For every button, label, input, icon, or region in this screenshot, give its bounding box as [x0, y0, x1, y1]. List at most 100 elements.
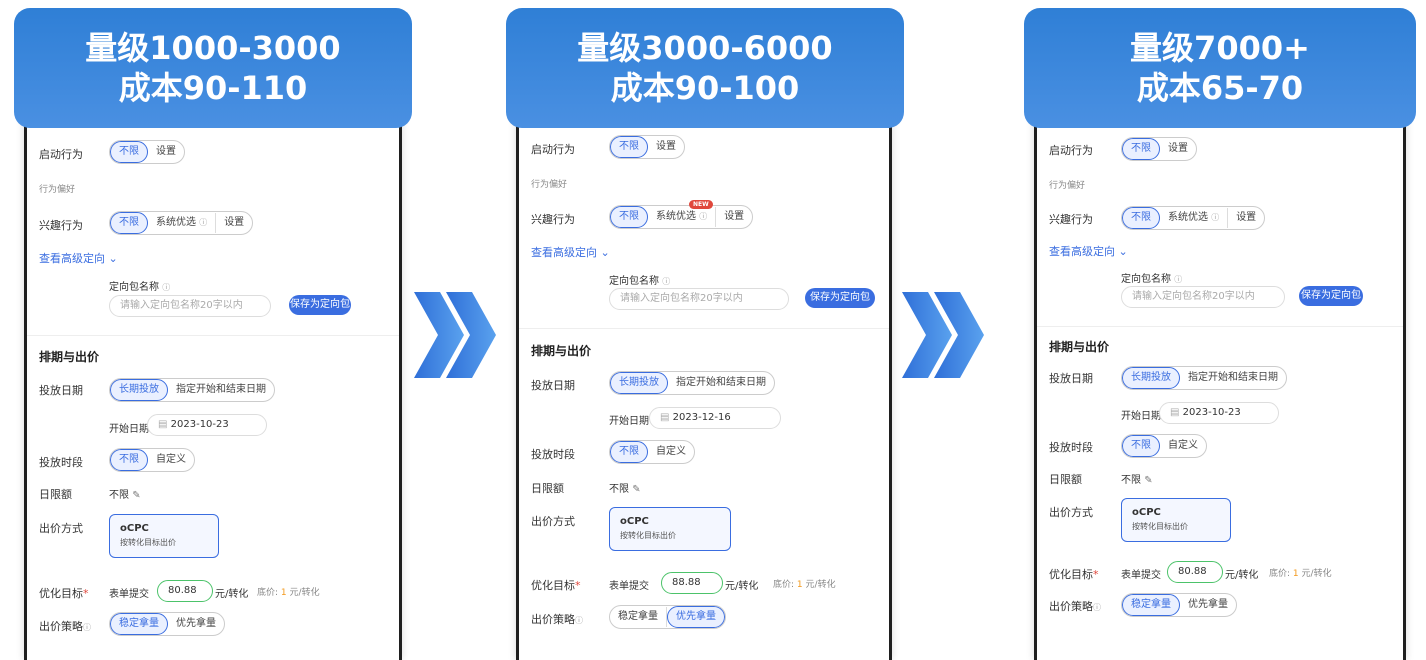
- option-specify-dates[interactable]: 指定开始和结束日期: [676, 377, 766, 388]
- edit-pencil-icon[interactable]: ✎: [1144, 475, 1153, 486]
- option-setting[interactable]: 设置: [656, 141, 676, 152]
- daily-budget-value[interactable]: 不限 ✎: [109, 486, 141, 501]
- option-unlimited[interactable]: 不限: [610, 441, 648, 463]
- option-unlimited[interactable]: 不限: [110, 449, 148, 471]
- start-date-value: 2023-12-16: [672, 412, 731, 423]
- new-badge: NEW: [689, 200, 713, 209]
- daily-budget-value[interactable]: 不限 ✎: [609, 480, 641, 495]
- option-setting[interactable]: 设置: [724, 211, 745, 222]
- start-date-input[interactable]: ▤ 2023-10-23: [147, 414, 267, 436]
- delivery-date-toggle[interactable]: 长期投放 指定开始和结束日期: [109, 378, 275, 402]
- option-specify-dates[interactable]: 指定开始和结束日期: [176, 384, 266, 395]
- package-name-input[interactable]: 请输入定向包名称20字以内: [109, 295, 271, 317]
- start-date-label: 开始日期: [1121, 411, 1161, 422]
- option-priority-volume[interactable]: 优先拿量: [667, 606, 725, 628]
- option-long-term[interactable]: 长期投放: [610, 372, 668, 394]
- bid-strategy-label: 出价策略ⓘ: [1049, 598, 1101, 614]
- option-stable-volume[interactable]: 稳定拿量: [610, 607, 667, 627]
- delivery-period-toggle[interactable]: 不限 自定义: [109, 448, 195, 472]
- option-system-optimal[interactable]: 系统优选 ⓘ: [1160, 208, 1229, 228]
- option-unlimited[interactable]: 不限: [1122, 138, 1160, 160]
- advanced-targeting-text: 查看高级定向: [1049, 245, 1115, 258]
- delivery-date-toggle[interactable]: 长期投放 指定开始和结束日期: [609, 371, 775, 395]
- target-cost-input[interactable]: 80.88: [1167, 561, 1223, 583]
- save-package-button[interactable]: 保存为定向包: [1299, 286, 1363, 306]
- startup-behavior-toggle[interactable]: 不限 设置: [109, 140, 185, 164]
- option-specify-dates[interactable]: 指定开始和结束日期: [1188, 372, 1278, 383]
- advanced-targeting-link[interactable]: 查看高级定向 ⌄: [531, 244, 610, 260]
- bid-strategy-toggle[interactable]: 稳定拿量 优先拿量: [609, 605, 726, 629]
- start-date-value: 2023-10-23: [1182, 407, 1241, 418]
- daily-budget-value[interactable]: 不限 ✎: [1121, 471, 1153, 486]
- ocpc-card[interactable]: oCPC 按转化目标出价: [109, 514, 219, 558]
- option-long-term[interactable]: 长期投放: [1122, 367, 1180, 389]
- option-long-term[interactable]: 长期投放: [110, 379, 168, 401]
- startup-behavior-toggle[interactable]: 不限 设置: [1121, 137, 1197, 161]
- system-optimal-label: 系统优选: [656, 211, 696, 222]
- bid-strategy-label: 出价策略ⓘ: [39, 618, 91, 634]
- edit-pencil-icon[interactable]: ✎: [132, 490, 141, 501]
- header-cost: 成本65-70: [1136, 69, 1304, 107]
- interest-behavior-toggle[interactable]: 不限 系统优选 ⓘ 设置: [1121, 206, 1266, 230]
- option-priority-volume[interactable]: 优先拿量: [176, 618, 216, 629]
- option-system-optimal[interactable]: 系统优选 ⓘ: [648, 207, 717, 227]
- option-system-optimal[interactable]: 系统优选 ⓘ: [148, 213, 217, 233]
- info-icon: ⓘ: [1093, 603, 1101, 612]
- startup-behavior-label: 启动行为: [39, 148, 83, 161]
- option-stable-volume[interactable]: 稳定拿量: [110, 613, 168, 635]
- interest-behavior-toggle[interactable]: 不限 系统优选 ⓘ 设置: [109, 211, 254, 235]
- option-unlimited[interactable]: 不限: [110, 212, 148, 234]
- bid-strategy-toggle[interactable]: 稳定拿量 优先拿量: [1121, 593, 1237, 617]
- chevron-down-icon: ⌄: [1118, 245, 1128, 258]
- package-name-input[interactable]: 请输入定向包名称20字以内: [609, 288, 789, 310]
- option-unlimited[interactable]: 不限: [1122, 435, 1160, 457]
- edit-pencil-icon[interactable]: ✎: [632, 484, 641, 495]
- option-setting[interactable]: 设置: [224, 217, 245, 228]
- panel-header: 量级7000+ 成本65-70: [1024, 8, 1416, 128]
- ocpc-subtitle: 按转化目标出价: [1132, 522, 1188, 531]
- delivery-date-toggle[interactable]: 长期投放 指定开始和结束日期: [1121, 366, 1287, 390]
- save-package-button[interactable]: 保存为定向包: [289, 295, 351, 315]
- package-name-input[interactable]: 请输入定向包名称20字以内: [1121, 286, 1285, 308]
- optimize-target-text: 优化目标: [531, 579, 575, 592]
- option-setting[interactable]: 设置: [1168, 143, 1188, 154]
- floor-price-label: 底价:: [257, 588, 279, 598]
- header-volume: 量级3000-6000: [577, 29, 833, 67]
- delivery-period-toggle[interactable]: 不限 自定义: [609, 440, 695, 464]
- option-stable-volume[interactable]: 稳定拿量: [1122, 594, 1180, 616]
- option-setting[interactable]: 设置: [156, 146, 176, 157]
- option-custom[interactable]: 自定义: [656, 446, 686, 457]
- option-unlimited[interactable]: 不限: [110, 141, 148, 163]
- header-cost: 成本90-110: [118, 69, 308, 107]
- option-custom[interactable]: 自定义: [1168, 440, 1198, 451]
- interest-behavior-label: 兴趣行为: [1049, 213, 1093, 226]
- delivery-period-toggle[interactable]: 不限 自定义: [1121, 434, 1207, 458]
- interest-behavior-toggle[interactable]: 不限 系统优选 ⓘ 设置: [609, 205, 754, 229]
- advanced-targeting-link[interactable]: 查看高级定向 ⌄: [1049, 243, 1128, 259]
- bid-strategy-toggle[interactable]: 稳定拿量 优先拿量: [109, 612, 225, 636]
- package-name-label: 定向包名称 ⓘ: [1121, 270, 1182, 285]
- target-cost-input[interactable]: 80.88: [157, 580, 213, 602]
- option-unlimited[interactable]: 不限: [610, 136, 648, 158]
- floor-price-unit: 元/转化: [289, 588, 320, 598]
- save-package-button[interactable]: 保存为定向包: [805, 288, 875, 308]
- option-setting[interactable]: 设置: [1236, 212, 1257, 223]
- chevron-down-icon: ⌄: [108, 252, 118, 265]
- start-date-input[interactable]: ▤ 2023-10-23: [1159, 402, 1279, 424]
- option-unlimited[interactable]: 不限: [610, 206, 648, 228]
- schedule-bid-title: 排期与出价: [1049, 340, 1110, 354]
- option-unlimited[interactable]: 不限: [1122, 207, 1160, 229]
- required-mark: *: [575, 579, 581, 592]
- ocpc-title: oCPC: [620, 516, 649, 527]
- daily-budget-label: 日限额: [39, 488, 72, 501]
- ocpc-card[interactable]: oCPC 按转化目标出价: [1121, 498, 1231, 542]
- option-priority-volume[interactable]: 优先拿量: [1188, 599, 1228, 610]
- option-custom[interactable]: 自定义: [156, 454, 186, 465]
- advanced-targeting-link[interactable]: 查看高级定向 ⌄: [39, 250, 118, 266]
- ocpc-card[interactable]: oCPC 按转化目标出价: [609, 507, 731, 551]
- target-cost-input[interactable]: 88.88: [661, 572, 723, 594]
- start-date-input[interactable]: ▤ 2023-12-16: [649, 407, 781, 429]
- startup-behavior-toggle[interactable]: 不限 设置: [609, 135, 685, 159]
- optimize-target-label: 优化目标*: [531, 577, 581, 593]
- daily-budget-text: 不限: [609, 484, 629, 495]
